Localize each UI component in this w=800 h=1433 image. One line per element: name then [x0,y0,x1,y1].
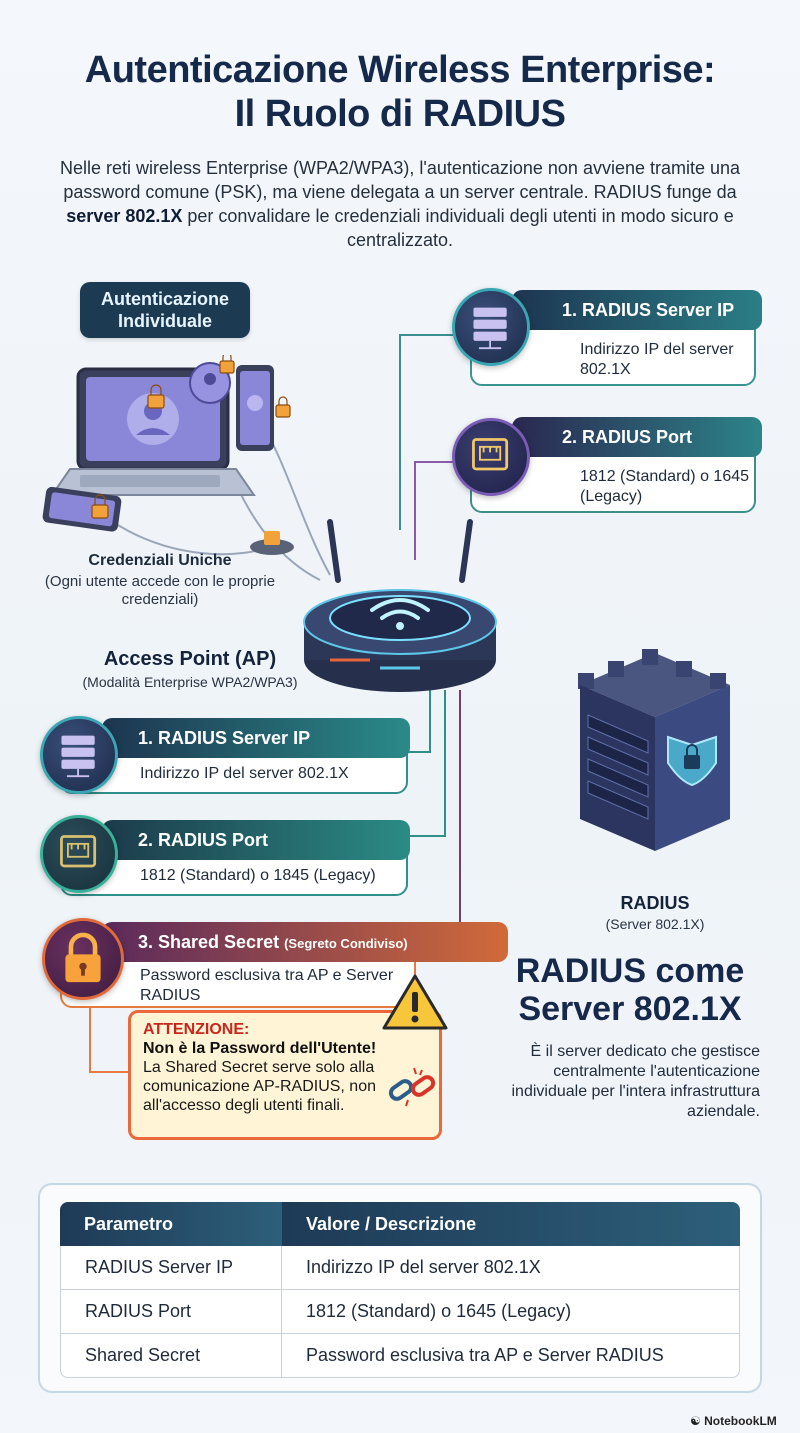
table-row: RADIUS Port 1812 (Standard) o 1645 (Lega… [60,1290,740,1334]
individual-auth-badge: Autenticazione Individuale [80,282,250,338]
access-point-router-icon [303,519,497,692]
left-card-server-ip: 1. RADIUS Server IP Indirizzo IP del ser… [60,718,410,794]
left-card-port-title: 2. RADIUS Port [102,820,410,860]
broken-chain-icon [388,1067,436,1107]
left-card-port-body: 1812 (Standard) o 1845 (Legacy) [140,867,376,884]
server-rack-icon [452,288,530,366]
radius-subtitle: (Server 802.1X) [605,916,705,932]
hub-lock-icon [250,531,294,555]
table-cell: 1812 (Standard) o 1645 (Legacy) [282,1290,740,1334]
parameters-table: Parametro Valore / Descrizione RADIUS Se… [60,1202,740,1378]
credentials-title: Credenziali Uniche [88,552,232,569]
left-card-port: 2. RADIUS Port 1812 (Standard) o 1845 (L… [60,820,410,896]
right-card-port-title: 2. RADIUS Port [512,417,762,457]
table-cell: Password esclusiva tra AP e Server RADIU… [282,1334,740,1378]
access-point-subtitle: (Modalità Enterprise WPA2/WPA3) [82,674,298,690]
server-rack-icon [40,716,118,794]
table-row: Shared Secret Password esclusiva tra AP … [60,1334,740,1378]
radius-headline-line-1: RADIUS come [515,952,745,990]
table-row: RADIUS Server IP Indirizzo IP del server… [60,1246,740,1290]
warning-text: La Shared Secret serve solo alla comunic… [143,1059,376,1114]
warning-title: ATTENZIONE: [143,1021,250,1038]
lock-icon [91,355,291,519]
shared-secret-title-small: (Segreto Condiviso) [284,936,408,951]
right-card-server-ip-body: Indirizzo IP del server 802.1X [580,341,734,378]
right-card-server-ip-title: 1. RADIUS Server IP [512,290,762,330]
intro-text-bold: server 802.1X [66,206,183,226]
title-line-2: Il Ruolo di RADIUS [234,93,566,135]
warning-triangle-icon [382,974,448,1030]
table-header-row: Parametro Valore / Descrizione [60,1202,740,1246]
warning-box: ATTENZIONE: Non è la Password dell'Utent… [128,1010,442,1140]
radius-headline-line-2: Server 802.1X [518,990,742,1028]
user-bubble-icon [189,362,231,404]
intro-text-before: Nelle reti wireless Enterprise (WPA2/WPA… [59,158,741,202]
title-line-1: Autenticazione Wireless Enterprise: [84,49,716,91]
ethernet-port-icon [40,815,118,893]
table-header-valore: Valore / Descrizione [282,1202,740,1246]
left-card-server-ip-title: 1. RADIUS Server IP [102,718,410,758]
right-card-port-body: 1812 (Standard) o 1645 (Legacy) [580,468,750,505]
credentials-subtitle: (Ogni utente accede con le proprie crede… [44,573,276,608]
radius-description: È il server dedicato che gestisce centra… [511,1043,760,1120]
padlock-icon [42,918,124,1000]
tablet-icon [42,486,122,532]
table-cell: RADIUS Port [60,1290,282,1334]
page-title: Autenticazione Wireless Enterprise: Il R… [20,48,780,136]
table-cell: Indirizzo IP del server 802.1X [282,1246,740,1290]
smartphone-icon [236,365,274,451]
brand-label: ☯ NotebookLM [690,1414,790,1428]
ethernet-port-icon [452,418,530,496]
left-card-server-ip-body: Indirizzo IP del server 802.1X [140,765,349,782]
brand-logo-icon: ☯ [690,1414,701,1428]
warning-subtitle: Non è la Password dell'Utente! [143,1040,377,1057]
client-devices-illustration [42,355,294,555]
left-card-shared-secret-title: 3. Shared Secret (Segreto Condiviso) [102,922,508,962]
table-cell: RADIUS Server IP [60,1246,282,1290]
intro-paragraph: Nelle reti wireless Enterprise (WPA2/WPA… [40,156,760,252]
access-point-title: Access Point (AP) [103,648,277,670]
laptop-icon [50,367,256,496]
shared-secret-title-text: 3. Shared Secret [138,932,280,952]
table-cell: Shared Secret [60,1334,282,1378]
radius-title: RADIUS [620,893,690,913]
left-card-shared-secret: 3. Shared Secret (Segreto Condiviso) Pas… [60,922,508,1008]
table-header-parametro: Parametro [60,1202,282,1246]
radius-server-tower-icon [578,649,730,851]
left-card-shared-secret-body: Password esclusiva tra AP e Server RADIU… [140,967,394,1004]
brand-text: NotebookLM [704,1414,777,1428]
intro-text-after: per convalidare le credenziali individua… [182,206,734,250]
radius-headline: RADIUS come Server 802.1X [480,952,780,1028]
